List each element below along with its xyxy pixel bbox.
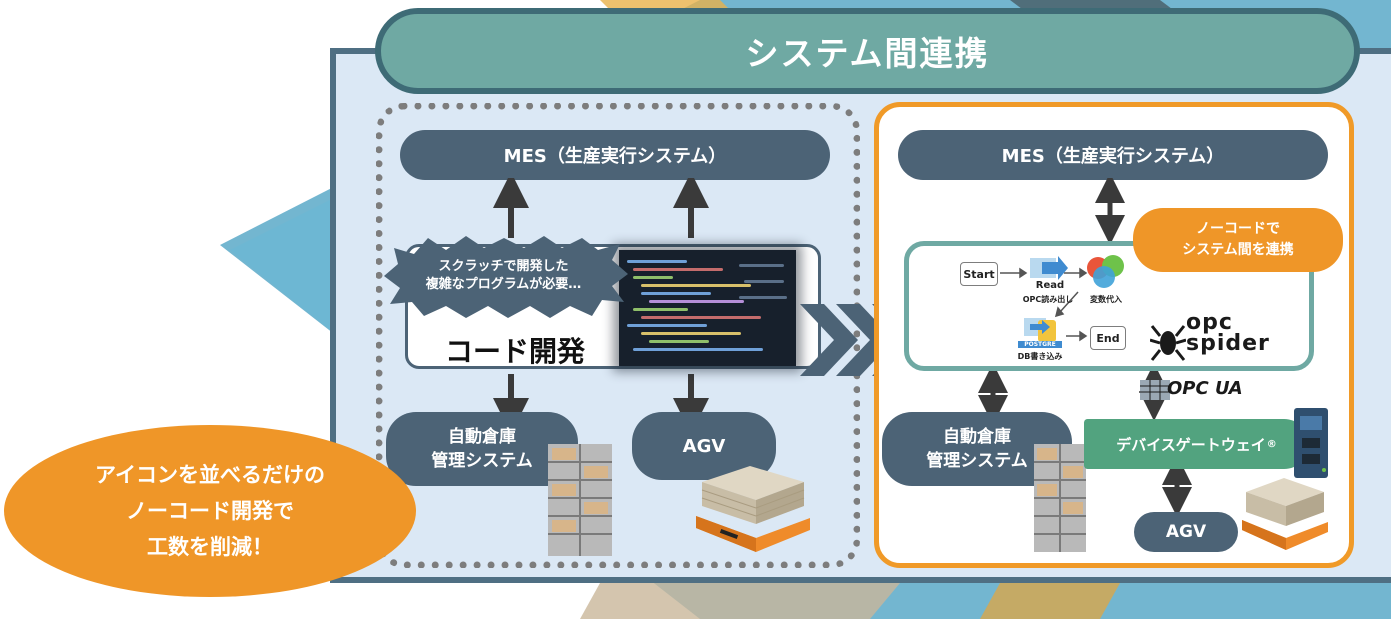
flow-postgre-label: POSTGRE xyxy=(1018,341,1062,348)
left-warehouse-box: 自動倉庫 管理システム xyxy=(386,412,578,486)
right-agv-box: AGV xyxy=(1134,512,1238,552)
left-mes-box: MES（生産実行システム） xyxy=(400,130,830,180)
variable-assign-icon xyxy=(1087,255,1124,288)
flow-start-node: Start xyxy=(960,262,998,286)
right-connection-arrows xyxy=(978,178,1192,517)
right-warehouse-rack-image xyxy=(1034,444,1086,552)
flow-end-node: End xyxy=(1090,326,1126,350)
code-screenshot xyxy=(619,250,796,366)
warning-burst xyxy=(384,236,628,318)
left-agv-robot-image xyxy=(696,466,810,552)
code-development-label: コード開発 xyxy=(445,335,586,368)
opc-read-icon xyxy=(1030,256,1068,280)
gateway-device-image xyxy=(1294,408,1328,478)
flow-opc-read-label: OPC読み出し xyxy=(1022,295,1074,304)
left-warehouse-rack-image xyxy=(548,444,612,556)
right-mes-box: MES（生産実行システム） xyxy=(898,130,1328,180)
code-development-group xyxy=(376,103,860,568)
right-mes-label: MES（生産実行システム） xyxy=(1001,146,1225,167)
warning-burst-text: スクラッチで開発した 複雑なプログラムが必要… xyxy=(425,259,582,292)
no-code-callout: ノーコードで システム間を連携 xyxy=(1133,208,1343,272)
title-bar: システム間連携 xyxy=(375,8,1360,94)
left-mes-label: MES（生産実行システム） xyxy=(503,146,727,167)
flow-connectors xyxy=(1000,267,1088,342)
cost-reduction-callout: アイコンを並べるだけの ノーコード開発で 工数を削減！ xyxy=(4,425,416,597)
db-write-icon xyxy=(1024,318,1056,342)
spider-logo-icon xyxy=(1150,325,1186,361)
opc-ua-logo: OPC UA xyxy=(1167,378,1243,399)
page-title: システム間連携 xyxy=(745,34,990,73)
opc-ua-globe-icon xyxy=(1140,380,1170,400)
left-connection-arrows xyxy=(493,178,709,434)
right-agv-robot-image xyxy=(1242,478,1328,550)
opc-spider-logo: opc spider xyxy=(1186,310,1270,356)
flow-read-label: Read xyxy=(1035,280,1065,291)
flow-db-write-label: DB書き込み xyxy=(1017,352,1063,361)
flow-var-assign-label: 変数代入 xyxy=(1090,295,1122,304)
device-gateway-box: デバイスゲートウェイ® xyxy=(1084,419,1309,469)
